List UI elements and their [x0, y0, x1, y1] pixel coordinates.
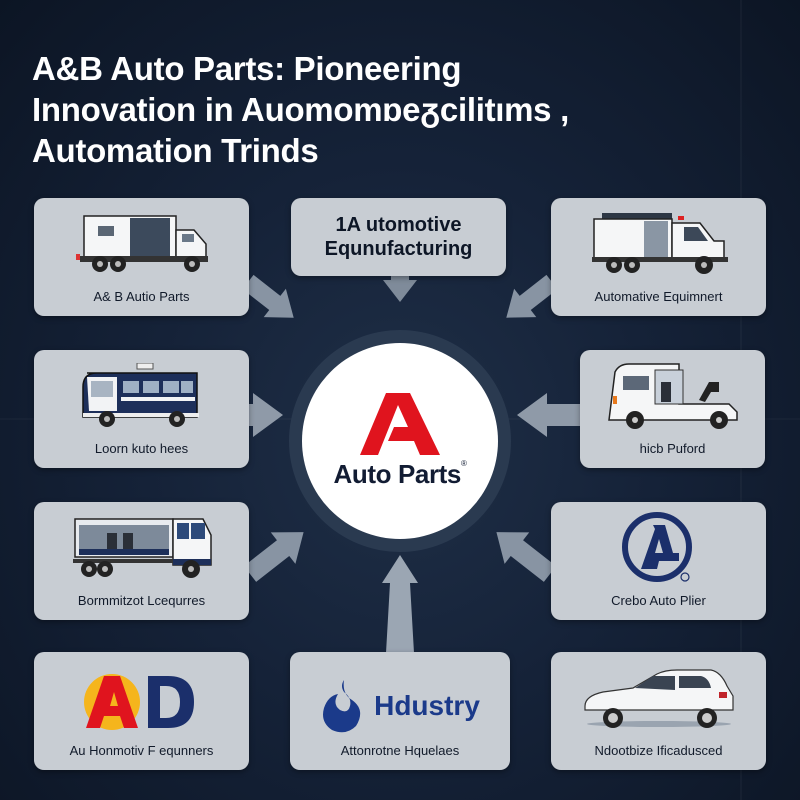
- arrow-top-right: [506, 274, 558, 318]
- arrow-lower-left: [243, 532, 304, 582]
- card-mid-left[interactable]: Loorn kuto hees: [34, 350, 249, 468]
- hub-logo-disc: Auto Parts®: [302, 343, 498, 539]
- card-label: Bormmitzot Lcequrres: [77, 593, 206, 608]
- arrow-top-left: [242, 274, 294, 318]
- suv-car-icon: [551, 662, 766, 734]
- card-mid-right[interactable]: hicb Puford: [580, 350, 765, 468]
- circle-a-logo-icon: [551, 512, 766, 584]
- card-label: 1A utomotive Equnufacturing: [324, 214, 473, 260]
- ad-logo-icon: [34, 666, 249, 738]
- bus-icon: [34, 360, 249, 432]
- arrow-mid-right: [517, 393, 595, 437]
- title-line-2: Innovation in Auomomɒeᵹcilitıms ,: [32, 91, 569, 128]
- card-lower-left[interactable]: Bormmitzot Lcequrres: [34, 502, 249, 620]
- arrow-top-center: [383, 268, 417, 302]
- page-title: A&B Auto Parts: Pioneering Innovation in…: [32, 48, 772, 171]
- service-truck-icon: [551, 208, 766, 280]
- arrow-lower-right: [496, 532, 557, 582]
- box-truck-icon: [34, 208, 249, 280]
- card-top-center[interactable]: 1A utomotive Equnufacturing: [291, 198, 506, 276]
- card-label: Au Honmotiv F equnners: [69, 743, 214, 758]
- van-icon: [580, 360, 765, 432]
- card-label: hicb Puford: [639, 441, 706, 456]
- swirl-logo-icon: Hdustry: [290, 670, 510, 742]
- hub-brand-name: Auto Parts®: [333, 458, 467, 489]
- cargo-truck-icon: [34, 512, 249, 584]
- registered-mark: ®: [460, 458, 467, 468]
- title-line-1: A&B Auto Parts: Pioneering: [32, 50, 462, 87]
- card-label: Loorn kuto hees: [94, 441, 189, 456]
- title-line-3: Automation Trinds: [32, 132, 319, 169]
- arrow-bottom-center: [382, 555, 418, 653]
- card-label: Automative Equimnert: [594, 289, 723, 304]
- card-lower-right[interactable]: Crebo Auto Plier: [551, 502, 766, 620]
- hdustry-wordmark: Hdustry: [374, 690, 480, 721]
- card-bottom-right[interactable]: Ndootbize Ificadusced: [551, 652, 766, 770]
- card-bottom-center[interactable]: Hdustry Attonrotne Hquelaes: [290, 652, 510, 770]
- card-label: Attonrotne Hquelaes: [340, 743, 460, 758]
- card-top-right[interactable]: Automative Equimnert: [551, 198, 766, 316]
- card-label: Ndootbize Ificadusced: [594, 743, 723, 758]
- card-label: Crebo Auto Plier: [611, 593, 706, 608]
- card-label: A& B Autio Parts: [93, 289, 190, 304]
- card-bottom-left[interactable]: Au Honmotiv F equnners: [34, 652, 249, 770]
- central-hub: Auto Parts®: [289, 330, 511, 552]
- card-top-left[interactable]: A& B Autio Parts: [34, 198, 249, 316]
- red-a-logo-icon: [360, 392, 440, 455]
